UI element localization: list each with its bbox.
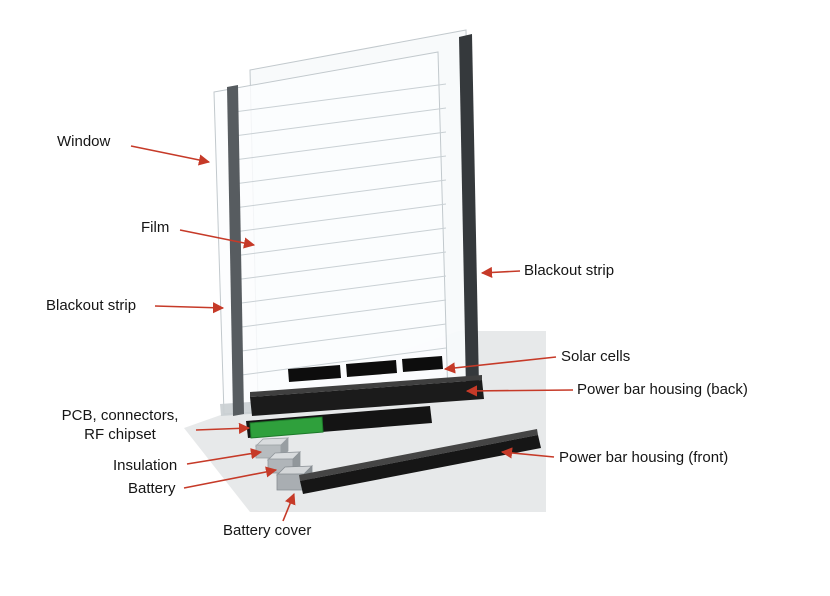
- arrow-power-bar-back: [465, 385, 574, 397]
- pcb-connectors-rf-chipset: [246, 406, 432, 439]
- arrow-blackout-right: [480, 266, 521, 279]
- blackout-strip-left: [227, 85, 244, 416]
- arrow-battery-cover: [282, 492, 296, 522]
- label-film: Film: [141, 219, 170, 236]
- arrow-window: [130, 145, 211, 166]
- label-insulation: Insulation: [113, 457, 178, 474]
- label-power-bar-housing-front: Power bar housing (front): [559, 449, 729, 466]
- arrow-battery: [183, 466, 278, 489]
- power-bar-housing-front: [299, 429, 541, 494]
- power-bar-housing-back: [250, 375, 484, 416]
- arrow-film: [179, 229, 256, 249]
- label-battery: Battery: [128, 480, 176, 497]
- arrow-solar-cells: [443, 356, 557, 374]
- label-pcb-connectors-rf-chipset: PCB, connectors, RF chipset: [40, 407, 200, 445]
- blackout-strip-right: [459, 34, 479, 390]
- label-battery-cover: Battery cover: [223, 522, 312, 539]
- arrow-insulation: [186, 448, 263, 465]
- solar-cells: [288, 356, 443, 382]
- label-blackout-strip-left: Blackout strip: [46, 297, 137, 314]
- film-lines: [233, 83, 447, 377]
- arrow-pcb: [195, 422, 251, 434]
- label-pcb-line2: RF chipset: [84, 425, 156, 443]
- label-pcb-line1: PCB, connectors,: [61, 407, 179, 424]
- arrow-power-bar-front: [500, 447, 555, 459]
- label-blackout-strip-right: Blackout strip: [524, 262, 615, 279]
- label-power-bar-housing-back: Power bar housing (back): [577, 381, 748, 398]
- label-window: Window: [57, 133, 111, 150]
- label-solar-cells: Solar cells: [561, 348, 631, 365]
- arrow-blackout-left: [154, 302, 225, 314]
